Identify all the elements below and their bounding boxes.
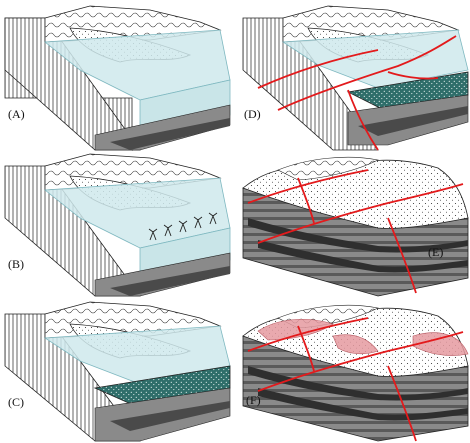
panel-e-fault-1 bbox=[247, 169, 369, 204]
panel-e-fault-3 bbox=[387, 217, 417, 294]
panel-f-exposed-zone-2 bbox=[332, 334, 379, 355]
panel-e-fault-2 bbox=[257, 183, 464, 244]
panel-f-coal-seam-2 bbox=[258, 388, 468, 421]
panel-d: (D) bbox=[242, 5, 469, 151]
panel-e-fault-4 bbox=[297, 177, 315, 224]
panel-d-fault-1 bbox=[257, 49, 379, 89]
panel-e-label: (E) bbox=[428, 245, 443, 259]
panel-d-faults bbox=[257, 35, 457, 151]
panel-f-fault-2 bbox=[257, 331, 464, 392]
panel-d-fault-4 bbox=[387, 71, 439, 80]
panel-f-faults bbox=[247, 317, 464, 442]
panel-b-vegetation bbox=[148, 212, 218, 241]
panel-d-fault-2 bbox=[277, 35, 457, 111]
panel-e-faults bbox=[247, 169, 464, 294]
panel-d-bedrock-front bbox=[242, 17, 379, 151]
panel-d-strata-dark bbox=[358, 106, 468, 136]
panel-f-fault-1 bbox=[247, 317, 369, 352]
panel-a-strata-dark bbox=[110, 118, 230, 150]
panel-f-fault-4 bbox=[297, 325, 315, 372]
panel-b-label: (B) bbox=[8, 257, 24, 271]
panel-b-strata-dark bbox=[110, 266, 230, 296]
panel-e-coal-seam-2 bbox=[258, 240, 468, 273]
panel-f-fault-3 bbox=[387, 365, 417, 442]
panel-f-coal-seam-1 bbox=[248, 366, 468, 401]
panel-a: (A) bbox=[4, 5, 231, 152]
panel-e: (E) bbox=[242, 156, 469, 297]
panel-c-strata-dark bbox=[110, 401, 230, 431]
panel-e-ridge bbox=[277, 156, 379, 181]
panel-a-label: (A) bbox=[8, 107, 25, 121]
panel-c: (C) bbox=[4, 301, 231, 442]
panel-d-fault-3 bbox=[347, 89, 379, 151]
panel-f-label: (F) bbox=[246, 393, 261, 407]
panel-f: (F) bbox=[242, 304, 469, 442]
panel-d-label: (D) bbox=[244, 107, 261, 121]
panel-b: (B) bbox=[4, 153, 231, 297]
panel-c-label: (C) bbox=[8, 395, 24, 409]
panel-f-exposed-zone-3 bbox=[412, 332, 469, 356]
panel-e-coal-seam-1 bbox=[248, 218, 468, 253]
